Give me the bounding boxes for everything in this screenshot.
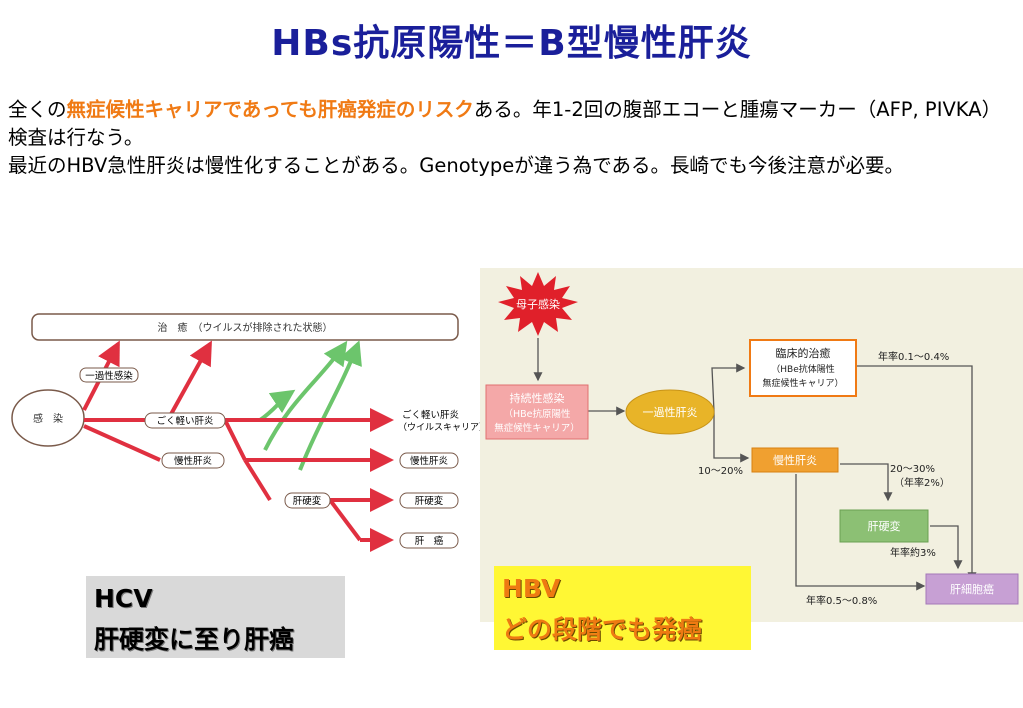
- mother-infection-burst: [498, 272, 578, 336]
- outcome-cirrhosis-label: 肝硬変: [415, 495, 444, 507]
- infection-label: 感 染: [33, 412, 63, 425]
- transient-label: 一過性感染: [85, 370, 133, 382]
- hbv-diagram-background: [480, 268, 1023, 622]
- chronic-hepatitis-box: [161, 452, 225, 469]
- outcome-chronic-label: 慢性肝炎: [410, 455, 449, 467]
- hcc-box: [925, 573, 1019, 605]
- cirrhosis-box: [839, 509, 929, 543]
- persistent-label-3: 無症候性キャリア）: [494, 422, 580, 434]
- hcv-caption-text: 肝硬変に至り肝癌: [94, 625, 295, 654]
- text-span: 全くの: [8, 98, 67, 121]
- rate-cancer-from-cirrhosis: 年率約3%: [890, 546, 936, 559]
- hbv-caption: HBV どの段階でも発癌: [494, 566, 751, 650]
- clinical-cure-label-2: （HBe抗体陽性: [771, 363, 834, 375]
- mother-infection-label: 母子感染: [516, 297, 560, 311]
- transient-hepatitis-label: 一過性肝炎: [643, 405, 698, 419]
- persistent-infection-box: [485, 384, 589, 440]
- outcome-carrier-line2: （ウイルスキャリア）: [398, 422, 480, 433]
- body-text: 全くの無症候性キャリアであっても肝癌発症のリスクある。年1-2回の腹部エコーと腫…: [8, 96, 1018, 180]
- paragraph-risk: 全くの無症候性キャリアであっても肝癌発症のリスクある。年1-2回の腹部エコーと腫…: [8, 96, 1018, 152]
- outcome-cancer-label: 肝 癌: [415, 535, 444, 547]
- cirrhosis-label: 肝硬変: [293, 495, 322, 507]
- hbv-caption-title: HBV: [502, 574, 561, 603]
- hbv-course-diagram: 母子感染 持続性感染 （HBe抗原陽性 無症候性キャリア） 一過性肝炎 臨床的治…: [480, 268, 1023, 622]
- persistent-label-2: （HBe抗原陽性: [503, 408, 571, 420]
- hcv-caption: HCV 肝硬変に至り肝癌: [86, 576, 345, 658]
- clinical-cure-label-3: 無症候性キャリア）: [762, 377, 843, 389]
- outcome-chronic-box: [399, 452, 459, 469]
- persistent-label-1: 持続性感染: [510, 391, 565, 405]
- rate-cirrhosis-2: （年率2%）: [894, 476, 950, 489]
- clinical-cure-label-1: 臨床的治癒: [776, 346, 831, 360]
- recovery-arrows: [258, 340, 362, 471]
- highlight-risk: 無症候性キャリアであっても肝癌発症のリスク: [66, 98, 474, 121]
- cure-label: 治 癒 （ウイルスが排除された状態）: [158, 321, 333, 334]
- text-span: ある。年1-2回の腹部エコーと腫瘍マーカー（AFP, PIVKA）検査は行なう。: [8, 98, 1002, 149]
- paragraph-genotype: 最近のHBV急性肝炎は慢性化することがある。Genotypeが違う為である。長崎…: [8, 154, 905, 177]
- outcome-cancer-box: [399, 532, 459, 549]
- chronic-hepatitis-label: 慢性肝炎: [773, 453, 817, 467]
- cirrhosis-box: [284, 492, 331, 509]
- cure-box: [31, 313, 459, 341]
- chronic-hepatitis-label: 慢性肝炎: [174, 455, 213, 467]
- transient-hepatitis-node: [625, 389, 715, 435]
- rate-cirrhosis-1: 20～30%: [890, 464, 935, 475]
- outcome-cirrhosis-box: [399, 492, 459, 509]
- page-title: HBs抗原陽性＝B型慢性肝炎: [271, 23, 752, 64]
- outcome-carrier-line1: ごく軽い肝炎: [402, 409, 460, 421]
- hcc-label: 肝細胞癌: [950, 582, 994, 596]
- rate-chronic: 10～20%: [698, 466, 743, 477]
- rate-cancer-from-chronic: 年率0.5～0.8%: [806, 594, 877, 607]
- mild-hepatitis-box: [144, 412, 226, 429]
- hcv-caption-title: HCV: [94, 584, 153, 613]
- mild-hepatitis-label: ごく軽い肝炎: [156, 415, 214, 427]
- transient-box: [79, 367, 139, 383]
- rate-clinical-cure: 年率0.1～0.4%: [878, 350, 949, 363]
- clinical-cure-box: [749, 339, 857, 397]
- hbv-flow-arrows: [533, 338, 977, 591]
- cirrhosis-label: 肝硬変: [868, 519, 901, 533]
- chronic-hepatitis-box: [751, 447, 839, 473]
- hcv-course-diagram: 治 癒 （ウイルスが排除された状態） 感 染 一過性感染 ごく軽い肝炎 慢性肝炎…: [11, 313, 480, 552]
- hbv-caption-text: どの段階でも発癌: [502, 615, 703, 644]
